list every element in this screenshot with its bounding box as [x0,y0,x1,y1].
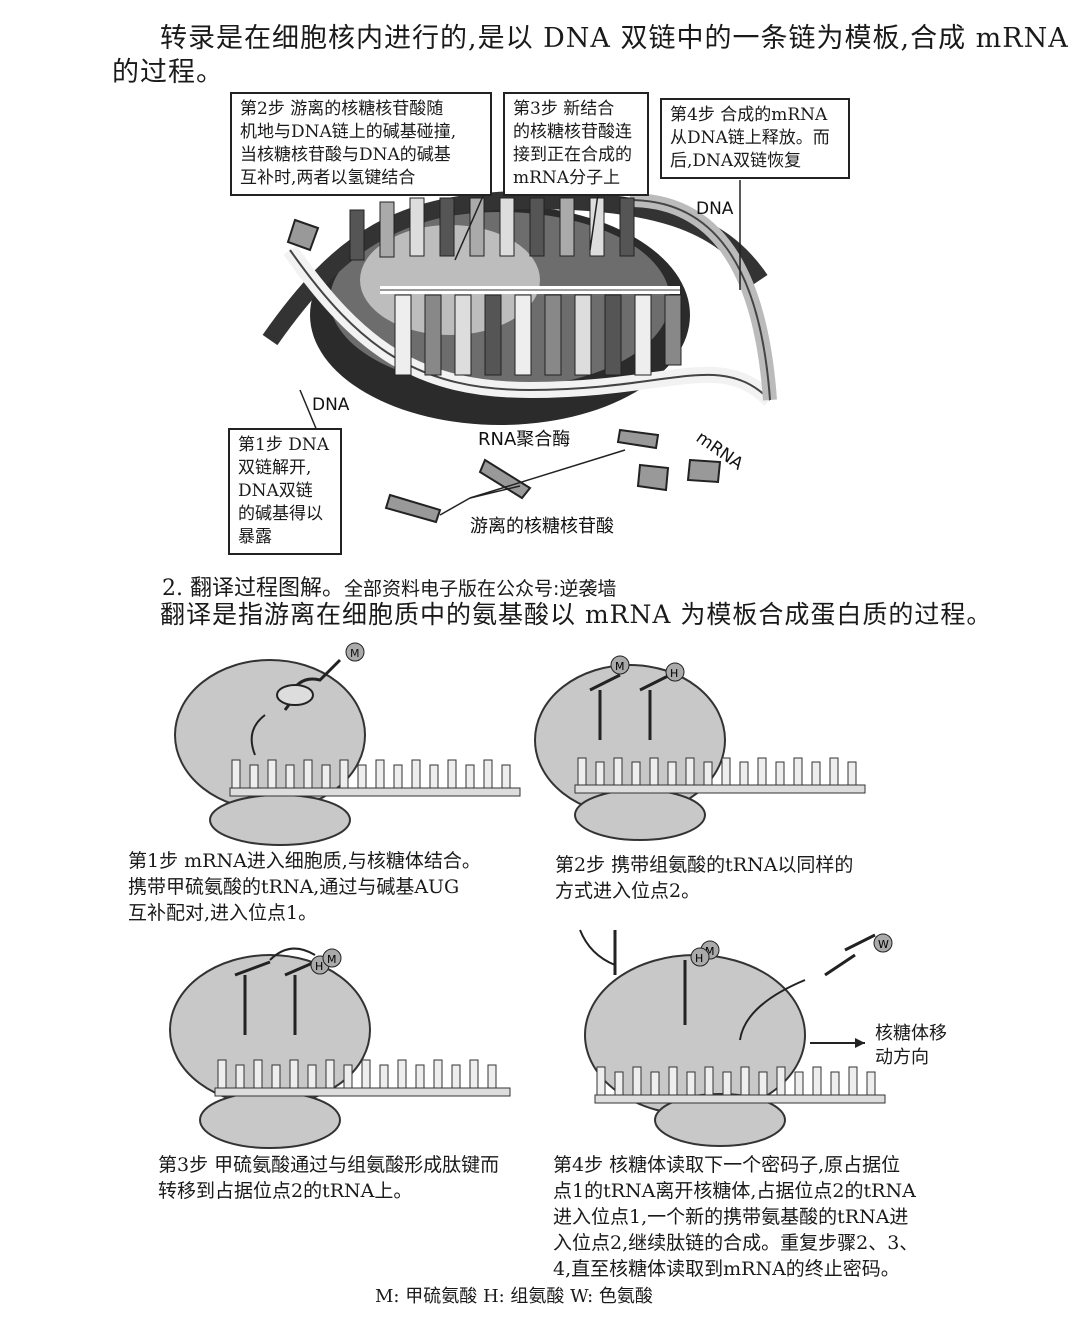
intro-line-1: 转录是在细胞核内进行的,是以 DNA 双链中的一条链为模板,合成 mRNA [160,22,1069,56]
translation-step3-text: 第3步 甲硫氨酸通过与组氨酸形成肽键而 转移到占据位点2的tRNA上。 [158,1152,499,1204]
label-dna-top: DNA [696,199,734,219]
watermark-text: 全部资料电子版在公众号:逆袭墙 [344,578,616,600]
mrna-codons [232,760,510,788]
amino-h-3: H [315,960,323,973]
translation-step2-text: 第2步 携带组氨酸的tRNA以同样的 方式进入位点2。 [555,852,853,904]
label-dna-left: DNA [312,395,350,415]
amino-m-2: M [615,660,625,673]
translation-panel-2: M H [530,650,870,850]
amino-h-4: H [695,952,703,965]
translation-panel-3: H M [160,940,520,1150]
callout-step2: 第2步 游离的核糖核苷酸随 机地与DNA链上的碱基碰撞, 当核糖核苷酸与DNA的… [230,92,492,196]
ribosome-direction-label: 核糖体移 动方向 [875,1022,947,1070]
callout-step3: 第3步 新结合 的核糖核苷酸连 接到正在合成的 mRNA分子上 [503,92,649,196]
label-free-nucleotides: 游离的核糖核苷酸 [470,516,614,537]
translation-intro: 翻译是指游离在细胞质中的氨基酸以 mRNA 为模板合成蛋白质的过程。 [160,598,992,632]
callout-step4: 第4步 合成的mRNA 从DNA链上释放。而 后,DNA双链恢复 [660,98,850,179]
intro-line-2: 的过程。 [112,56,224,90]
translation-step1-text: 第1步 mRNA进入细胞质,与核糖体结合。 携带甲硫氨酸的tRNA,通过与碱基A… [128,848,481,926]
translation-step4-text: 第4步 核糖体读取下一个密码子,原占据位 点1的tRNA离开核糖体,占据位点2的… [553,1152,918,1282]
amino-m-3: M [327,953,337,966]
translation-panel-1: M [170,640,530,850]
amino-m-1: M [350,647,360,660]
amino-w-4: W [878,938,889,951]
amino-acid-legend: M: 甲硫氨酸 H: 组氨酸 W: 色氨酸 [375,1282,653,1308]
callout-step1: 第1步 DNA 双链解开, DNA双链 的碱基得以 暴露 [228,428,342,555]
amino-h-2: H [670,667,678,680]
label-rna-polymerase: RNA聚合酶 [478,429,570,450]
